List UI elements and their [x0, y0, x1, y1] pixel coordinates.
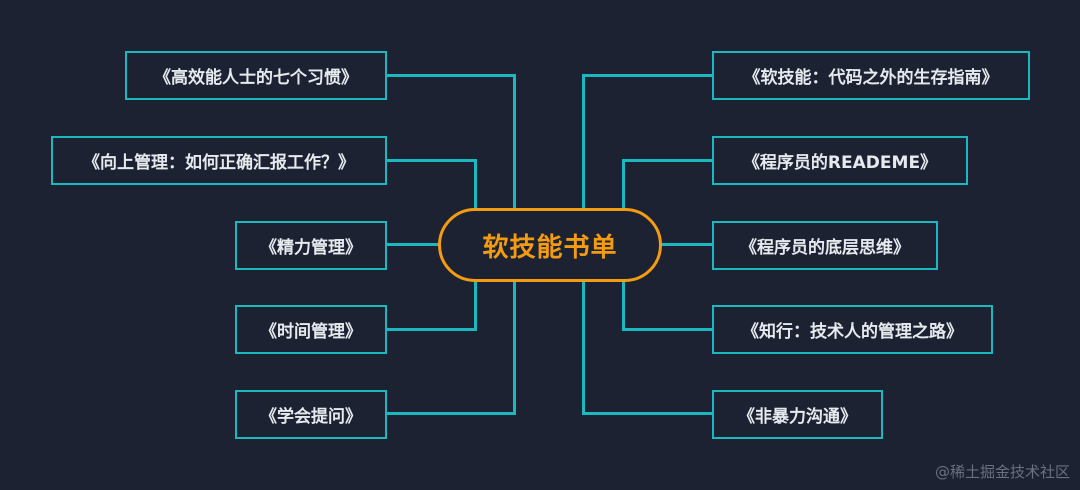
watermark: @稀土掘金技术社区: [934, 463, 1070, 481]
branch-label: 《程序员的READEME》: [742, 153, 938, 173]
branch-node-left-3[interactable]: 《精力管理》: [235, 221, 387, 270]
branch-node-left-5[interactable]: 《学会提问》: [235, 390, 387, 439]
branch-label: 《高效能人士的七个习惯》: [154, 68, 358, 88]
branch-label: 《时间管理》: [260, 322, 362, 342]
connector-right-1-h: [582, 74, 714, 77]
branch-label: 《程序员的底层思维》: [740, 238, 910, 258]
connector-right-2-v: [622, 159, 625, 210]
branch-label: 《知行：技术人的管理之路》: [742, 322, 963, 342]
branch-node-right-4[interactable]: 《知行：技术人的管理之路》: [712, 305, 993, 354]
center-node-label: 软技能书单: [482, 232, 618, 263]
connector-right-5-v: [582, 280, 585, 415]
connector-left-5-v: [513, 280, 516, 415]
connector-right-2-h: [622, 159, 714, 162]
branch-label: 《非暴力沟通》: [738, 407, 857, 427]
branch-node-right-1[interactable]: 《软技能：代码之外的生存指南》: [712, 51, 1030, 100]
branch-node-right-5[interactable]: 《非暴力沟通》: [712, 390, 883, 439]
connector-left-4-h: [386, 328, 477, 331]
connector-right-5-h: [582, 412, 714, 415]
branch-node-right-2[interactable]: 《程序员的READEME》: [712, 136, 968, 185]
branch-label: 《软技能：代码之外的生存指南》: [743, 68, 999, 88]
connector-left-4-v: [474, 280, 477, 330]
connector-left-2-v: [474, 159, 477, 210]
connector-right-3-h: [660, 243, 714, 246]
connector-right-4-h: [622, 328, 714, 331]
branch-node-left-2[interactable]: 《向上管理：如何正确汇报工作？》: [51, 136, 387, 185]
connector-left-1-h: [386, 74, 516, 77]
branch-node-left-4[interactable]: 《时间管理》: [235, 305, 387, 354]
branch-node-left-1[interactable]: 《高效能人士的七个习惯》: [125, 51, 387, 100]
connector-left-2-h: [386, 159, 477, 162]
branch-node-right-3[interactable]: 《程序员的底层思维》: [712, 221, 938, 270]
connector-right-4-v: [622, 280, 625, 330]
center-node[interactable]: 软技能书单: [438, 208, 662, 282]
connector-left-5-h: [386, 412, 516, 415]
branch-label: 《精力管理》: [260, 238, 362, 258]
branch-label: 《向上管理：如何正确汇报工作？》: [83, 153, 355, 173]
connector-right-1-v: [582, 74, 585, 210]
branch-label: 《学会提问》: [260, 407, 362, 427]
connector-left-1-v: [513, 74, 516, 210]
connector-left-3-h: [386, 243, 440, 246]
